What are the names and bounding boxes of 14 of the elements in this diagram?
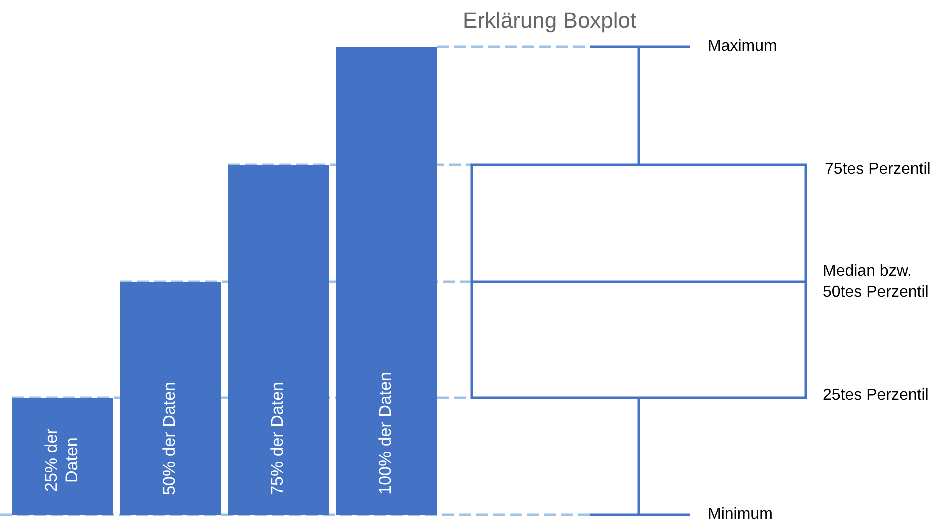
bar-label: 75% der Daten: [268, 382, 288, 495]
bar: [120, 282, 221, 515]
bar-label: 100% der Daten: [376, 372, 396, 495]
bar: [228, 165, 329, 515]
bar-label: 50% der Daten: [160, 382, 180, 495]
bar-label: 25% der Daten: [42, 427, 82, 494]
axis-annotation: 25tes Perzentil: [823, 386, 930, 406]
axis-annotation: Maximum: [708, 37, 778, 57]
axis-annotation: Median bzw. 50tes Perzentil: [823, 262, 930, 303]
bar: [12, 398, 113, 515]
diagram-title: Erklärung Boxplot: [463, 8, 637, 34]
axis-annotation: Minimum: [708, 505, 774, 522]
bar: [336, 47, 437, 515]
axis-annotation: 75tes Perzentil: [825, 160, 932, 180]
